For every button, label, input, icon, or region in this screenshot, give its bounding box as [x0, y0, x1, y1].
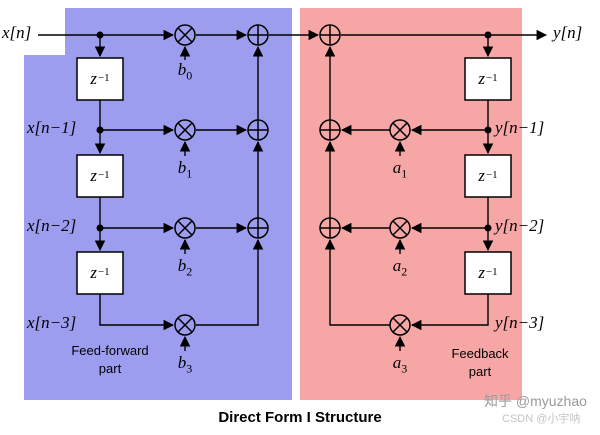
feedforward-region	[24, 8, 292, 400]
delay-exponent: −1	[485, 169, 498, 181]
coef-b2-label: b2	[170, 256, 200, 279]
delay-box-label: z−1	[465, 58, 511, 100]
delay-base: z	[90, 166, 97, 185]
coef-base: a	[392, 353, 402, 372]
coef-sub: 3	[186, 361, 193, 376]
junction-dot	[96, 126, 104, 134]
delay-box-label: z−1	[465, 252, 511, 294]
delay-base: z	[478, 263, 485, 282]
coef-base: b	[177, 158, 187, 177]
delay-boxes	[76, 57, 512, 295]
wire-a3-out	[324, 238, 390, 326]
delay-box	[464, 154, 512, 198]
delay-exponent: −1	[485, 266, 498, 278]
delay-box	[76, 57, 124, 101]
junction-dot	[96, 31, 104, 39]
coef-a1-label: a1	[385, 158, 415, 181]
coef-sub: 2	[186, 264, 193, 279]
delay-exponent: −1	[97, 266, 110, 278]
x-delayed-2-label: x[n−2]	[27, 216, 77, 235]
coef-sub: 1	[186, 166, 193, 181]
signal-wires	[38, 29, 548, 351]
adder-node	[247, 24, 269, 46]
delay-base: z	[478, 166, 485, 185]
delay-exponent: −1	[485, 72, 498, 84]
wire-x3-to-b3	[99, 294, 175, 331]
adder-node	[319, 217, 341, 239]
adder-node	[319, 119, 341, 141]
junction-dot	[484, 224, 492, 232]
delay-exponent: −1	[97, 169, 110, 181]
coef-a3-label: a3	[385, 353, 415, 376]
delay-box-label: z−1	[77, 58, 123, 100]
delay-box	[464, 57, 512, 101]
coef-base: a	[392, 158, 402, 177]
coef-b3-label: b3	[170, 353, 200, 376]
feedforward-caption: Feed-forward part	[71, 343, 149, 376]
input-label: x[n]	[2, 23, 32, 42]
adder-node	[247, 217, 269, 239]
y-delayed-3-label: y[n−3]	[495, 313, 545, 332]
coef-sub: 3	[401, 361, 408, 376]
delay-box-label: z−1	[77, 252, 123, 294]
delay-base: z	[90, 263, 97, 282]
y-delayed-2-label: y[n−2]	[495, 216, 545, 235]
y-delayed-1-label: y[n−1]	[495, 118, 545, 137]
x-delayed-1-label: x[n−1]	[27, 118, 77, 137]
coef-sub: 2	[401, 264, 408, 279]
delay-box-label: z−1	[465, 155, 511, 197]
junction-dot	[484, 31, 492, 39]
wire-b3-out	[196, 238, 264, 326]
wire-y3-to-a3	[410, 294, 489, 331]
coef-base: a	[392, 256, 402, 275]
delay-base: z	[90, 69, 97, 88]
coef-a2-label: a2	[385, 256, 415, 279]
delay-base: z	[478, 69, 485, 88]
coef-b1-label: b1	[170, 158, 200, 181]
junction-dot	[484, 126, 492, 134]
coef-base: b	[177, 256, 187, 275]
diagram-title: Direct Form I Structure	[218, 409, 382, 426]
coef-sub: 0	[186, 68, 193, 83]
adder-node	[247, 119, 269, 141]
coef-sub: 1	[401, 166, 408, 181]
delay-box-label: z−1	[77, 155, 123, 197]
junction-dots	[96, 31, 492, 232]
delay-box	[76, 154, 124, 198]
x-delayed-3-label: x[n−3]	[27, 313, 77, 332]
delay-box	[464, 251, 512, 295]
adder-node	[319, 24, 341, 46]
delay-exponent: −1	[97, 72, 110, 84]
delay-box	[76, 251, 124, 295]
coef-base: b	[177, 60, 187, 79]
feedback-caption: Feedback part	[451, 346, 509, 379]
watermark-zhihu: 知乎 @myuzhao	[484, 393, 587, 409]
coef-b0-label: b0	[170, 60, 200, 83]
output-label: y[n]	[553, 23, 583, 42]
coef-base: b	[177, 353, 187, 372]
watermark-csdn: CSDN @小宇呐	[502, 413, 581, 425]
junction-dot	[96, 224, 104, 232]
